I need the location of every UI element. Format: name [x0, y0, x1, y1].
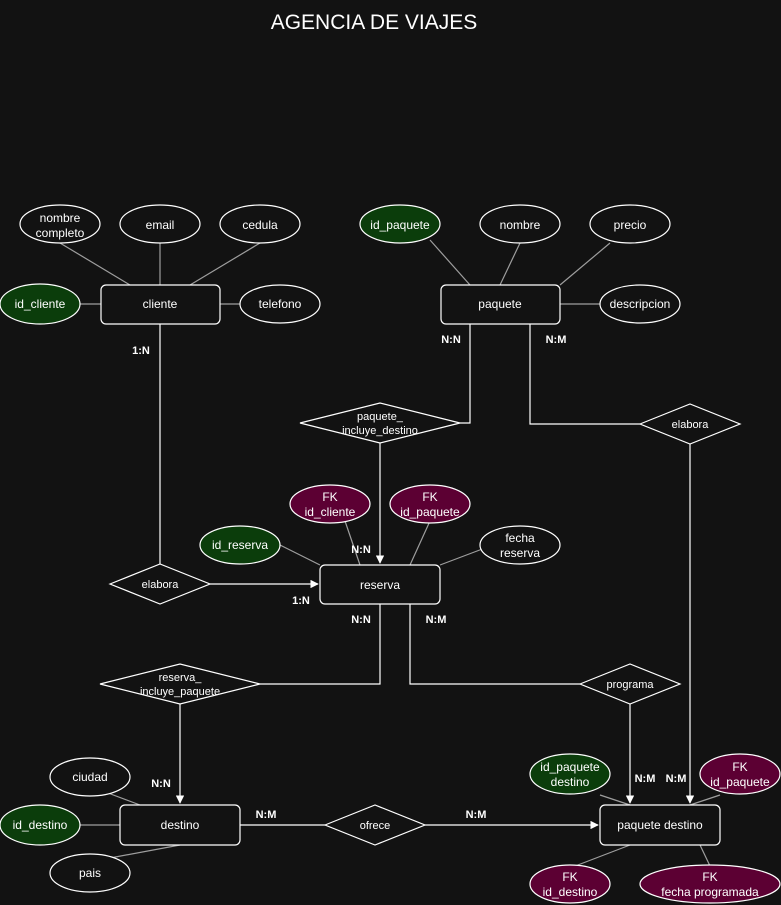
card-reserva-out-nm: N:M	[426, 614, 447, 626]
attr-fecha-reserva[interactable]: fecha reserva	[479, 525, 561, 565]
attr-descripcion-label: descripcion	[610, 297, 671, 311]
card-reserva-out-nn: N:N	[351, 614, 371, 626]
attr-telefono[interactable]: telefono	[239, 284, 321, 324]
entity-paquete-destino[interactable]: paquete destino	[599, 804, 721, 846]
rel-elabora-paquete[interactable]: elabora	[638, 403, 742, 445]
rel-reserva-incluye-paquete-line2: incluye_paquete	[140, 686, 220, 698]
rel-reserva-incluye-paquete-line1: reserva_	[159, 672, 203, 684]
attr-email[interactable]: email	[119, 204, 201, 244]
attr-pd-fk-fecha-programada-line1: FK	[702, 870, 717, 884]
attr-nombre-completo-line1: nombre	[40, 211, 81, 225]
attr-pais-label: pais	[79, 866, 101, 880]
attr-telefono-label: telefono	[259, 297, 302, 311]
attr-id-paquete-destino-line1: id_paquete	[540, 760, 600, 774]
attr-fk-id-cliente-line2: id_cliente	[305, 505, 356, 519]
entity-destino-label: destino	[161, 818, 200, 832]
rel-elabora-cliente-label: elabora	[142, 579, 180, 591]
attr-ciudad-label: ciudad	[72, 770, 107, 784]
rel-elabora-cliente[interactable]: elabora	[108, 563, 212, 605]
entity-cliente-label: cliente	[143, 297, 178, 311]
rel-elabora-paquete-label: elabora	[672, 419, 710, 431]
attr-pd-fk-id-destino[interactable]: FK id_destino	[529, 864, 611, 904]
attr-id-cliente-pk[interactable]: id_cliente	[0, 283, 81, 325]
attr-fk-id-paquete-line1: FK	[422, 490, 437, 504]
rel-paquete-incluye-destino-line2: incluye_destino	[342, 425, 418, 437]
entity-cliente[interactable]: cliente	[100, 284, 221, 325]
attr-pd-fk-id-destino-line2: id_destino	[543, 885, 598, 899]
rel-programa-label: programa	[606, 679, 654, 691]
attr-nombre-label: nombre	[500, 218, 541, 232]
attr-precio-label: precio	[614, 218, 647, 232]
attr-fecha-reserva-line2: reserva	[500, 546, 540, 560]
attr-pd-fk-id-paquete-line1: FK	[732, 760, 747, 774]
diagram-title: AGENCIA DE VIAJES	[271, 11, 478, 34]
attr-pd-fk-id-paquete-line2: id_paquete	[710, 775, 770, 789]
attr-id-paquete-destino-line2: destino	[551, 775, 590, 789]
card-cliente-1n: 1:N	[132, 345, 150, 357]
attr-id-destino-pk[interactable]: id_destino	[0, 804, 81, 846]
entity-reserva-label: reserva	[360, 578, 400, 592]
attr-email-label: email	[146, 218, 175, 232]
card-reserva-in-nn: N:N	[351, 544, 371, 556]
card-pd-in-nm-a: N:M	[635, 773, 656, 785]
entity-paquete-label: paquete	[478, 297, 522, 311]
rel-ofrece[interactable]: ofrece	[323, 804, 427, 846]
attr-id-destino-label: id_destino	[13, 818, 68, 832]
attr-fecha-reserva-line1: fecha	[505, 531, 535, 545]
attr-id-reserva-label: id_reserva	[212, 538, 268, 552]
attr-nombre-completo-line2: completo	[36, 226, 85, 240]
card-paquete-nm: N:M	[546, 334, 567, 346]
attr-id-cliente-label: id_cliente	[15, 297, 66, 311]
entity-paquete-destino-label: paquete destino	[617, 818, 703, 832]
attr-nombre-completo[interactable]: nombre completo	[19, 204, 101, 244]
attr-cedula-label: cedula	[242, 218, 278, 232]
entity-paquete[interactable]: paquete	[440, 284, 561, 325]
attr-pd-fk-fecha-programada[interactable]: FK fecha programada	[639, 864, 781, 904]
attr-pais[interactable]: pais	[49, 853, 131, 893]
attr-precio[interactable]: precio	[589, 204, 671, 244]
attr-fk-id-paquete-line2: id_paquete	[400, 505, 460, 519]
rel-ofrece-label: ofrece	[360, 820, 391, 832]
card-destino-out-nm: N:M	[256, 809, 277, 821]
card-reserva-in-1n: 1:N	[292, 595, 310, 607]
attr-ciudad[interactable]: ciudad	[49, 757, 131, 797]
attr-pd-fk-fecha-programada-line2: fecha programada	[661, 885, 759, 899]
rel-reserva-incluye-paquete[interactable]: reserva_ incluye_paquete	[99, 663, 261, 705]
attr-fk-id-cliente[interactable]: FK id_cliente	[289, 484, 371, 524]
attr-id-paquete-destino-pk[interactable]: id_paquete destino	[529, 753, 611, 795]
attr-pd-fk-id-destino-line1: FK	[562, 870, 577, 884]
entity-destino[interactable]: destino	[119, 804, 241, 846]
attr-id-reserva-pk[interactable]: id_reserva	[199, 525, 281, 565]
card-paquete-nn: N:N	[441, 334, 461, 346]
attr-id-paquete-label: id_paquete	[370, 218, 430, 232]
rel-programa[interactable]: programa	[578, 663, 682, 705]
rel-paquete-incluye-destino-line1: paquete_	[357, 411, 404, 423]
entity-reserva[interactable]: reserva	[319, 564, 441, 605]
attr-pd-fk-id-paquete[interactable]: FK id_paquete	[699, 753, 781, 795]
relationship-connectors	[159, 324, 695, 830]
card-pd-in-nm-left: N:M	[466, 809, 487, 821]
attr-fk-id-paquete[interactable]: FK id_paquete	[389, 484, 471, 524]
attr-id-paquete-pk[interactable]: id_paquete	[359, 204, 441, 244]
card-pd-in-nm-b: N:M	[666, 773, 687, 785]
attr-fk-id-cliente-line1: FK	[322, 490, 337, 504]
attr-nombre[interactable]: nombre	[479, 204, 561, 244]
attr-descripcion[interactable]: descripcion	[599, 284, 681, 324]
attr-cedula[interactable]: cedula	[219, 204, 301, 244]
rel-paquete-incluye-destino[interactable]: paquete_ incluye_destino	[299, 402, 461, 444]
attribute-connectors	[59, 239, 721, 869]
card-destino-in-nn: N:N	[151, 778, 171, 790]
